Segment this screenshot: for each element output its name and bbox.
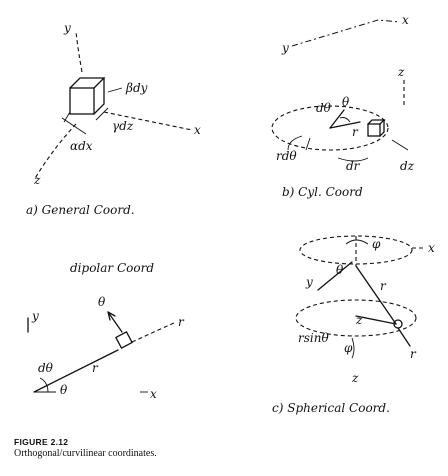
cyl-dr-label: dr xyxy=(346,159,361,173)
figure-caption: FIGURE 2.12 Orthogonal/curvilinear coord… xyxy=(14,437,434,460)
sph-x-label: x xyxy=(428,241,435,255)
panel-dipolar-coord: dipolar Coord y θ r dθ θ r x xyxy=(27,261,185,401)
general-z-axis xyxy=(33,123,77,181)
dipolar-coord-title: dipolar Coord xyxy=(70,261,154,275)
cyl-x-label: x xyxy=(402,13,409,27)
cyl-dtheta-label: dθ xyxy=(316,101,332,115)
sph-z-small-label: z xyxy=(355,313,363,327)
general-z-label: z xyxy=(33,173,41,187)
cyl-volume-element xyxy=(367,123,381,137)
cyl-coord-title: b) Cyl. Coord xyxy=(282,185,363,199)
dipolar-theta-vector xyxy=(107,311,123,333)
panel-general-coord: y x z βdy γdz αdx a) General Coord. xyxy=(26,21,201,217)
sph-y-label: y xyxy=(305,275,313,289)
sph-y-axis xyxy=(317,261,353,291)
dipolar-x-label: x xyxy=(150,387,157,401)
sph-phi-vec-label: φ xyxy=(344,341,353,355)
cyl-circle xyxy=(271,105,389,151)
panel-spherical-coord: x y φ θ r z rsinθ φ r z c) Spherical Coo… xyxy=(272,235,435,415)
figure-caption-text: Orthogonal/curvilinear coordinates. xyxy=(14,448,157,459)
dipolar-r-vec-label: r xyxy=(178,315,185,329)
dipolar-dtheta-label: dθ xyxy=(38,361,54,375)
figure-label: FIGURE 2.12 xyxy=(14,437,69,447)
cyl-dz-label: dz xyxy=(400,159,415,173)
general-y-axis xyxy=(75,31,83,73)
sph-r-mid-label: r xyxy=(380,279,387,293)
dipolar-y-label: y xyxy=(31,309,39,323)
dipolar-r-label: r xyxy=(92,361,99,375)
dipolar-theta-label: θ xyxy=(60,383,68,397)
sph-theta-top-label: θ xyxy=(336,263,344,277)
beta-dy-label: βdy xyxy=(125,81,148,95)
sph-r-vector xyxy=(397,327,411,347)
dipolar-theta-vec-label: θ xyxy=(98,295,106,309)
sph-radius xyxy=(355,265,397,325)
general-x-label: x xyxy=(194,123,201,137)
general-x-axis xyxy=(103,111,193,131)
dipolar-r-extension xyxy=(131,321,177,343)
sph-coord-title: c) Spherical Coord. xyxy=(272,401,390,415)
alpha-dx-label: αdx xyxy=(70,139,93,153)
sph-rsintheta-label: rsinθ xyxy=(298,331,329,345)
general-y-label: y xyxy=(63,21,71,35)
cyl-r-label: r xyxy=(352,125,359,139)
sph-z-label: z xyxy=(351,371,359,385)
panel-cylindrical-coord: y x z dθ θ r rdθ dr dz b) Cyl. Coord xyxy=(271,13,415,199)
sph-lower-circle xyxy=(295,299,417,337)
sph-r-vec-label: r xyxy=(410,347,417,361)
dipolar-element xyxy=(115,331,133,349)
general-coord-title: a) General Coord. xyxy=(26,203,135,217)
sph-phi-top-label: φ xyxy=(372,237,381,251)
cyl-rdtheta-label: rdθ xyxy=(276,149,297,163)
volume-element-box xyxy=(69,87,95,115)
dipolar-r-line xyxy=(33,349,119,393)
cyl-z-label: z xyxy=(397,65,405,79)
cyl-theta-label: θ xyxy=(342,95,350,109)
gamma-dz-label: γdz xyxy=(112,119,134,133)
cyl-top-axis xyxy=(291,19,401,47)
cyl-y-label: y xyxy=(281,41,289,55)
